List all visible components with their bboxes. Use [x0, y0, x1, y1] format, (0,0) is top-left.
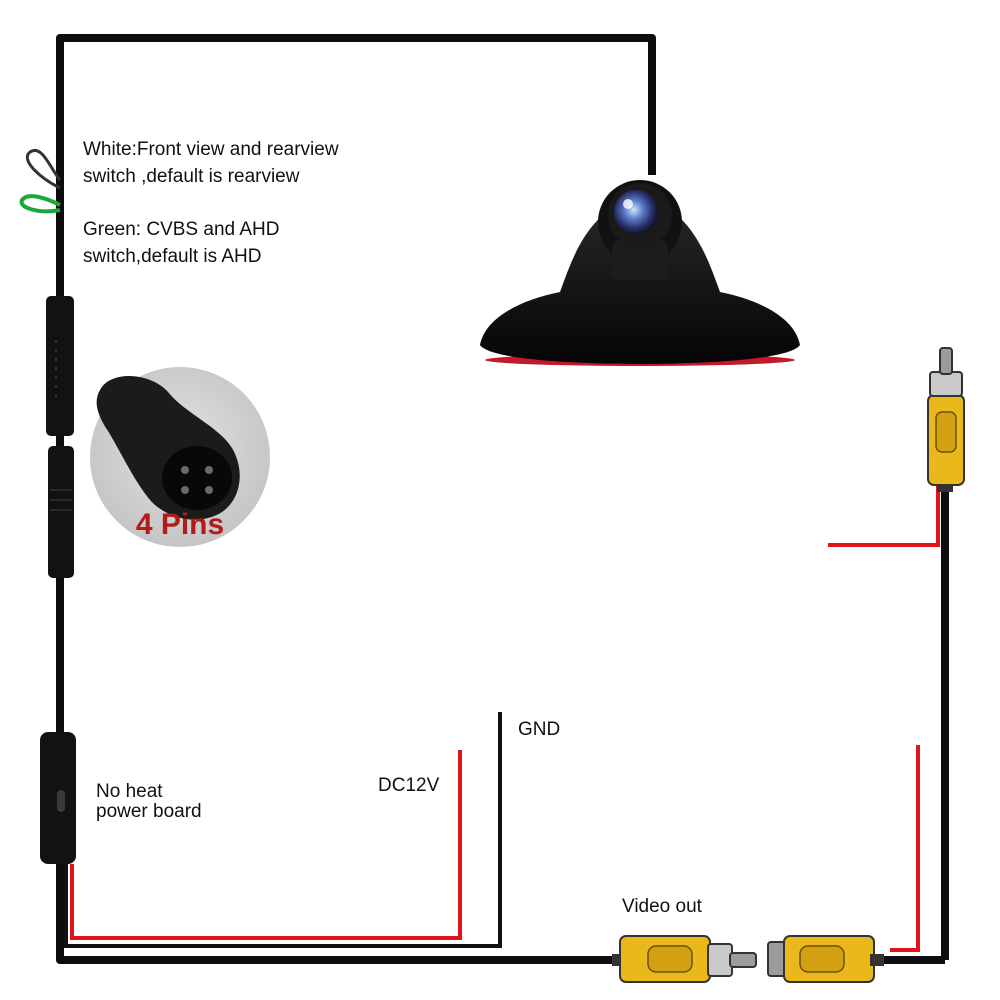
- green-switch-label: Green: CVBS and AHD switch,default is AH…: [83, 216, 279, 270]
- power-wires: [70, 480, 940, 952]
- video-out-label: Video out: [622, 896, 702, 917]
- rca-plug-female: [767, 935, 884, 983]
- power-board-line-2: power board: [96, 801, 202, 822]
- rca-plug-icon: [927, 347, 965, 492]
- gnd-wire: [64, 712, 502, 948]
- connector-pins-icon: [90, 367, 270, 547]
- connector-pins-label: 4 Pins: [135, 508, 225, 541]
- power-board-label: No heat power board: [96, 782, 202, 822]
- white-switch-line-2: switch ,default is rearview: [83, 166, 300, 187]
- camera-icon: [480, 180, 800, 366]
- green-switch-line-2: switch,default is AHD: [83, 246, 262, 267]
- power-board-connector: [40, 732, 76, 864]
- power-board-line-1: No heat: [96, 781, 163, 802]
- dc12v-label: DC12V: [378, 775, 440, 796]
- white-switch-label: White:Front view and rearview switch ,de…: [83, 136, 339, 190]
- top-connector: [46, 296, 74, 578]
- white-switch-line-1: White:Front view and rearview: [83, 139, 339, 160]
- wire-loop-icon: [19, 148, 62, 214]
- green-switch-line-1: Green: CVBS and AHD: [83, 219, 280, 240]
- gnd-label: GND: [518, 719, 561, 740]
- rca-plug-male: [612, 935, 757, 983]
